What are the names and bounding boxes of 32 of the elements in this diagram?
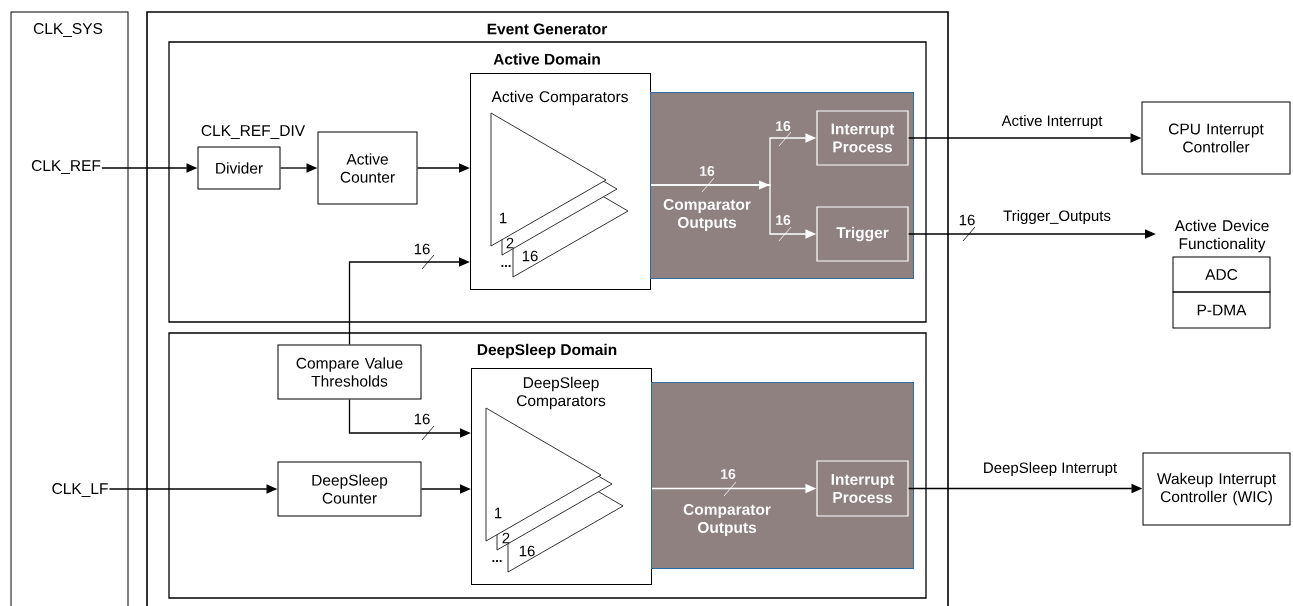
edge-label: 16 <box>776 215 791 225</box>
controller-box: CPU Interrupt Controller <box>1141 101 1291 175</box>
signal-label: CLK_REF <box>31 160 101 174</box>
comparator-number: 1 <box>495 507 502 519</box>
clock-label: CLK_REF_DIV <box>201 125 306 139</box>
counter-box: Active Counter <box>317 131 418 205</box>
ellipsis: ... <box>492 560 502 562</box>
controller-box: Wakeup Interrupt Controller (WIC) <box>1142 452 1291 526</box>
bus-width-label: 16 <box>959 214 975 226</box>
comparator-number: 16 <box>522 250 538 262</box>
threshold-box: Compare Value Thresholds <box>277 344 422 400</box>
bus-width-label: 16 <box>700 166 715 176</box>
edge-label: Active Interrupt <box>1001 115 1103 129</box>
edge-label: 16 <box>776 121 791 131</box>
comparator-number: 16 <box>519 545 535 557</box>
counter-box: DeepSleep Counter <box>277 461 422 517</box>
comparator-number: 1 <box>500 212 507 224</box>
signal-label: CLK_LF <box>52 483 108 497</box>
ellipsis: ... <box>501 265 511 267</box>
peripheral-box: ADC <box>1172 256 1271 293</box>
edge-label: DeepSleep Interrupt <box>984 462 1117 476</box>
comparator-number: 2 <box>506 237 514 249</box>
process-box: Interrupt Process <box>816 460 909 517</box>
process-box: Interrupt Process <box>816 110 909 166</box>
peripheral-box: P-DMA <box>1172 291 1271 329</box>
edge-label: 16 <box>414 243 430 255</box>
process-box: Trigger <box>816 206 909 262</box>
edge-label: Trigger_Outputs <box>1003 210 1111 224</box>
edge-label: 16 <box>414 413 430 425</box>
edge-label: 16 <box>721 469 736 479</box>
target-label: Active Device Functionality <box>1174 219 1269 253</box>
comparator-number: 2 <box>502 532 510 544</box>
